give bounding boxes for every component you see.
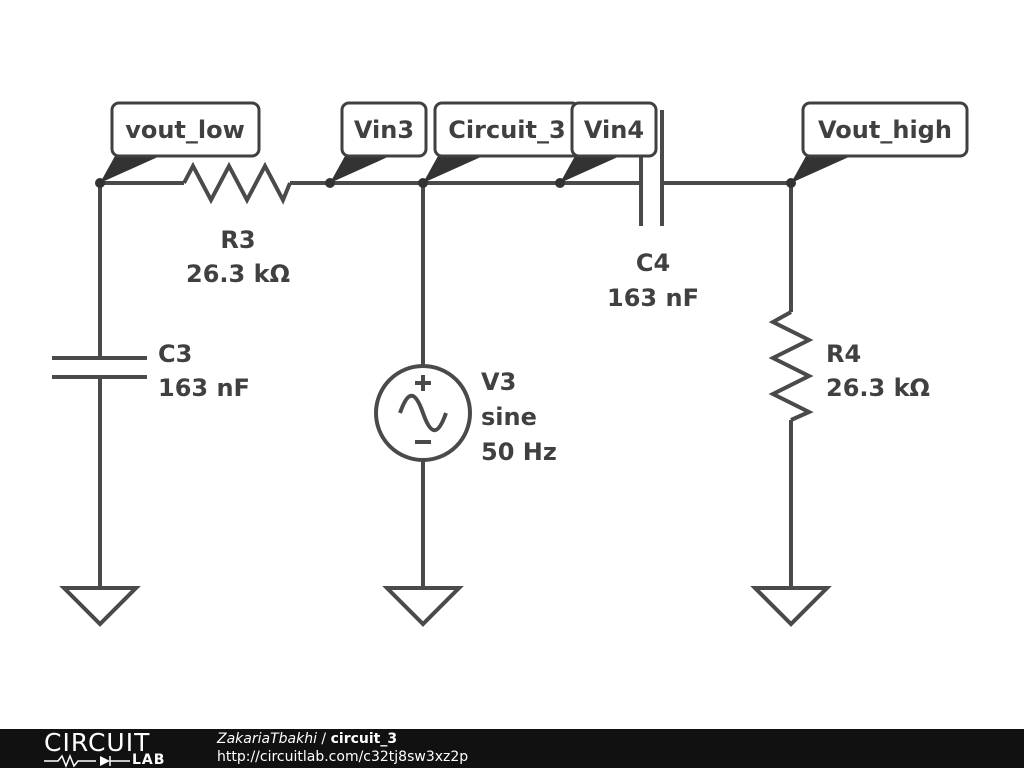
svg-text:Vin3: Vin3 — [354, 116, 414, 144]
net-flag-vin4[interactable]: Vin4 — [560, 101, 658, 183]
ground-symbol-left — [59, 586, 141, 627]
resistor-r4[interactable] — [768, 310, 814, 422]
r4-name-label: R4 — [826, 340, 861, 368]
footer-bar: CIRCUIT LAB ZakariaTbakhi / circuit_3 ht… — [0, 729, 1024, 768]
r3-value-label: 26.3 kΩ — [186, 260, 290, 288]
ground-symbol-middle — [382, 586, 464, 627]
plus-sign-icon — [415, 375, 431, 391]
svg-text:vout_low: vout_low — [125, 116, 245, 144]
net-flag-vout-high[interactable]: Vout_high — [791, 101, 969, 183]
r3-name-label: R3 — [220, 226, 255, 254]
v3-name-label: V3 — [481, 368, 516, 396]
credit-line: ZakariaTbakhi / circuit_3 — [217, 731, 397, 747]
net-flag-vin3[interactable]: Vin3 — [330, 101, 428, 183]
author-name[interactable]: ZakariaTbakhi — [217, 731, 317, 747]
circuitlab-logo[interactable]: CIRCUIT — [44, 728, 151, 757]
svg-text:Circuit_3: Circuit_3 — [448, 116, 565, 144]
c4-value-label: 163 nF — [607, 284, 699, 312]
v3-type-label: sine — [481, 403, 537, 431]
c3-name-label: C3 — [158, 340, 192, 368]
logo-waveform-icon — [44, 754, 130, 768]
net-flag-circuit-3[interactable]: Circuit_3 — [423, 101, 581, 183]
junction-dots — [95, 178, 796, 188]
circuit-title[interactable]: circuit_3 — [330, 731, 398, 747]
circuit-url-link[interactable]: http://circuitlab.com/c32tj8sw3xz2p — [217, 749, 469, 765]
svg-text:Vin4: Vin4 — [584, 116, 644, 144]
credit-separator: / — [316, 731, 331, 747]
circuit-schematic: vout_low Vin3 Circuit_3 Vin4 Vout_high R… — [52, 101, 969, 627]
net-flag-vout-low[interactable]: vout_low — [100, 101, 261, 183]
resistor-r3[interactable] — [182, 161, 292, 205]
capacitor-c4[interactable] — [639, 110, 664, 226]
capacitor-c3[interactable] — [52, 356, 147, 379]
c4-name-label: C4 — [636, 249, 670, 277]
r4-value-label: 26.3 kΩ — [826, 374, 930, 402]
voltage-source-v3[interactable] — [374, 364, 472, 462]
logo-lab-text: LAB — [132, 752, 166, 768]
svg-text:Vout_high: Vout_high — [818, 116, 952, 144]
c3-value-label: 163 nF — [158, 374, 250, 402]
v3-freq-label: 50 Hz — [481, 438, 557, 466]
ground-symbol-right — [750, 586, 832, 627]
